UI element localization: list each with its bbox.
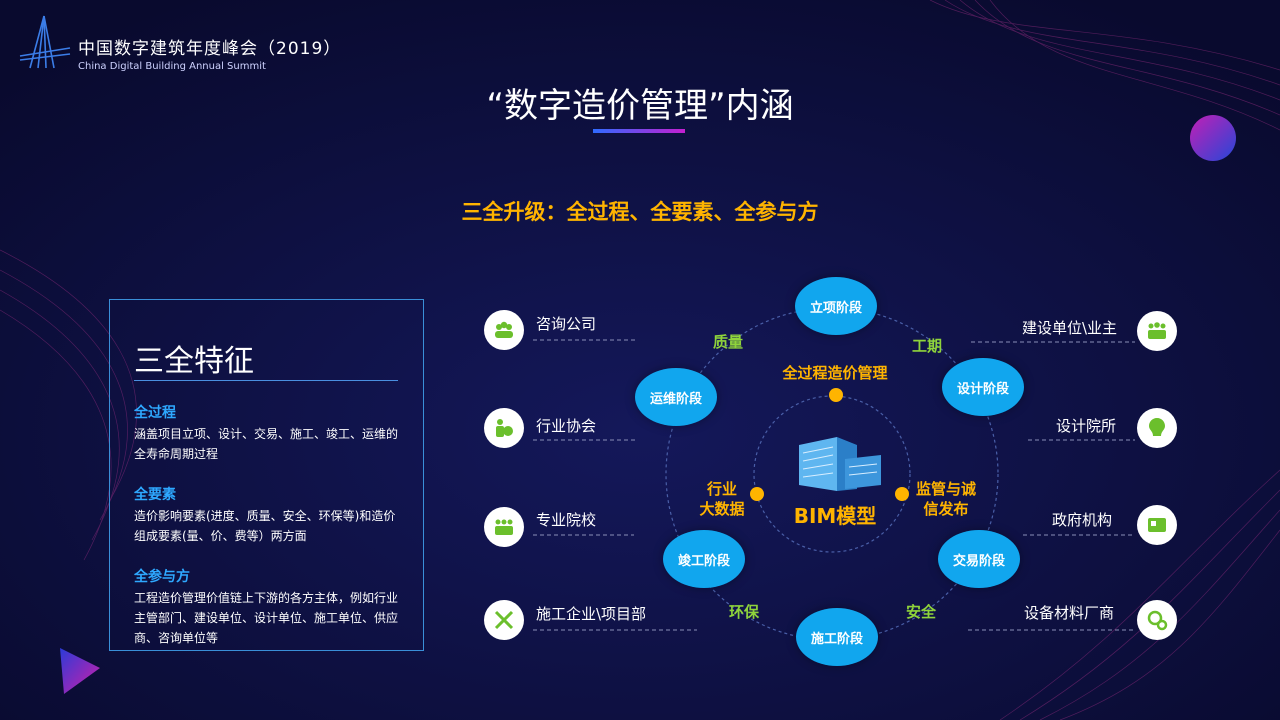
design-institute-icon [1137,408,1177,448]
panel-title: 三全特征 [134,344,254,379]
feature-full-process: 全过程 涵盖项目立项、设计、交易、施工、竣工、运维的全寿命周期过程 [134,402,404,464]
industry-data-dot [750,487,764,501]
equipment-supplier-icon [1137,600,1177,640]
construction-company-icon [484,600,524,640]
industry-big-data-label: 行业 大数据 [690,479,754,519]
owner-icon [1137,311,1177,351]
stage-construction: 施工阶段 [796,608,878,666]
stage-completion: 竣工阶段 [663,530,745,588]
feature-heading: 全要素 [134,487,176,503]
summit-name-en: China Digital Building Annual Summit [78,61,266,72]
supervision-line-2: 信发布 [923,500,969,518]
government-icon [1137,505,1177,545]
full-process-dot [829,388,843,402]
feature-body: 造价影响要素(进度、质量、安全、环保等)和造价组成要素(量、价、费等）两方面 [134,509,396,543]
stage-bidding: 交易阶段 [938,530,1020,588]
stage-operation: 运维阶段 [635,368,717,426]
consulting-company-icon [484,310,524,350]
feature-body: 涵盖项目立项、设计、交易、施工、竣工、运维的全寿命周期过程 [134,427,399,461]
stage-initiation: 立项阶段 [795,277,877,335]
industry-line-1: 行业 [706,480,737,498]
feature-heading: 全参与方 [134,569,190,585]
feature-full-elements: 全要素 造价影响要素(进度、质量、安全、环保等)和造价组成要素(量、价、费等）两… [134,484,404,546]
panel-divider [134,380,398,381]
party-design-institute: 设计院所 [1056,417,1117,435]
bim-building-icon [799,437,881,491]
party-industry-association: 行业协会 [536,417,597,435]
professional-school-icon [484,507,524,547]
supervision-label: 监管与诚 信发布 [910,479,982,519]
element-quality: 质量 [713,333,744,351]
party-professional-school: 专业院校 [536,511,597,529]
title-underline [593,129,685,133]
feature-full-participants: 全参与方 工程造价管理价值链上下游的各方主体，例如行业主管部门、建设单位、设计单… [134,566,404,648]
features-panel: 三全特征 全过程 涵盖项目立项、设计、交易、施工、竣工、运维的全寿命周期过程 全… [109,299,424,651]
industry-line-2: 大数据 [699,500,745,518]
party-government: 政府机构 [1052,511,1113,529]
element-environment: 环保 [729,603,760,621]
supervision-dot [895,487,909,501]
bim-model-label: BIM模型 [793,504,877,528]
party-equipment-supplier: 设备材料厂商 [1024,604,1115,622]
feature-body: 工程造价管理价值链上下游的各方主体，例如行业主管部门、建设单位、设计单位、施工单… [134,591,399,645]
element-schedule: 工期 [912,337,943,355]
feature-heading: 全过程 [134,405,176,421]
summit-logo-icon [19,15,71,69]
page-title: “数字造价管理”内涵 [486,86,794,126]
supervision-line-1: 监管与诚 [915,480,976,498]
full-process-cost-label: 全过程造价管理 [782,364,888,382]
party-owner: 建设单位\业主 [1022,319,1118,337]
element-safety: 安全 [906,603,937,621]
page-subtitle: 三全升级：全过程、全要素、全参与方 [461,200,819,224]
party-consulting-company: 咨询公司 [536,315,597,333]
summit-logo-text: 中国数字建筑年度峰会（2019） China Digital Building … [78,34,341,72]
party-construction-company: 施工企业\项目部 [536,605,647,623]
industry-association-icon [484,408,524,448]
stage-design: 设计阶段 [942,358,1024,416]
summit-name-cn: 中国数字建筑年度峰会（2019） [78,39,342,59]
